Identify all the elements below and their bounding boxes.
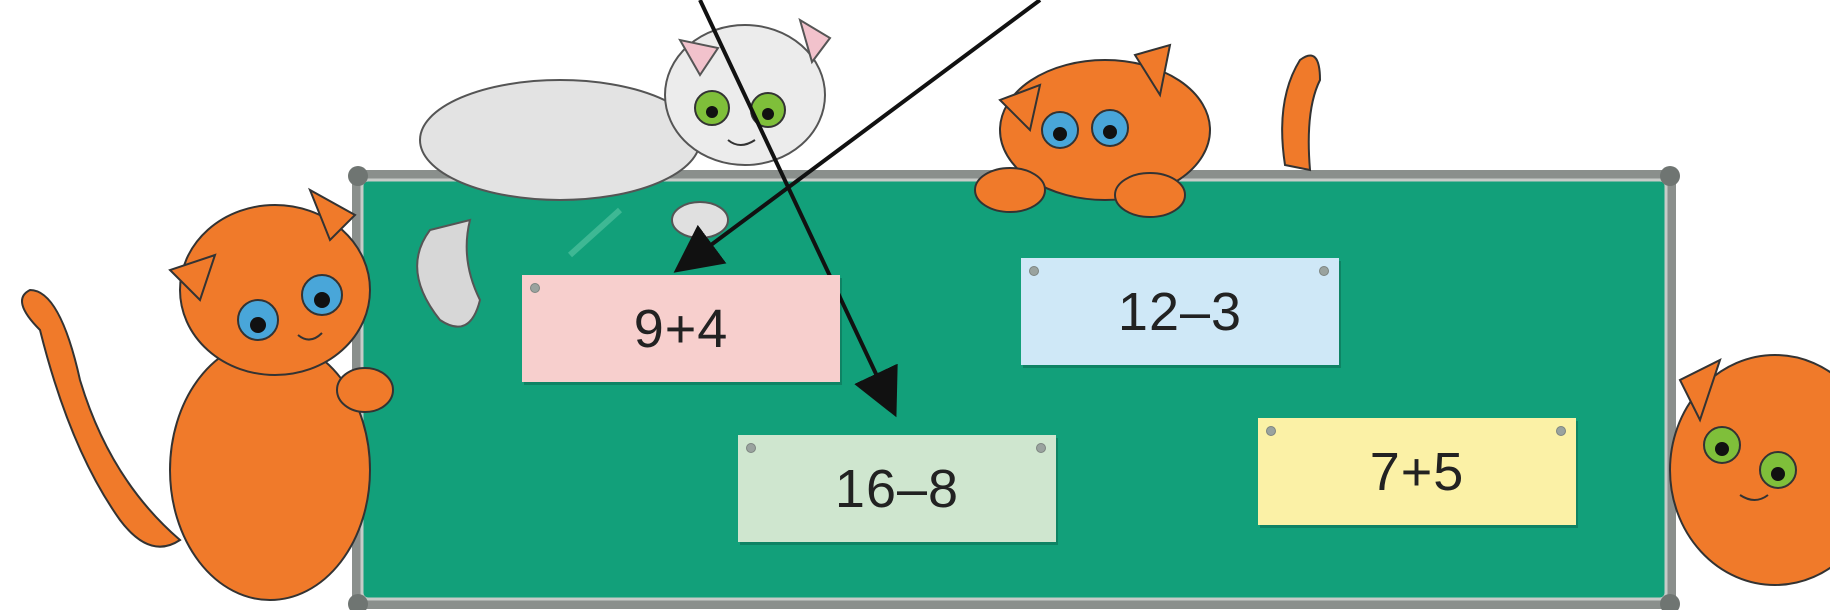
pin-icon bbox=[1029, 266, 1039, 276]
pin-icon bbox=[1319, 266, 1329, 276]
pin-icon bbox=[1266, 426, 1276, 436]
expression-card-2[interactable]: 12–3 bbox=[1021, 258, 1339, 365]
expression-card-1[interactable]: 9+4 bbox=[522, 275, 840, 382]
expression-text: 16–8 bbox=[834, 458, 960, 519]
orange-cat-top-icon bbox=[974, 43, 1322, 218]
expression-text: 7+5 bbox=[1369, 441, 1465, 502]
pin-icon bbox=[1556, 426, 1566, 436]
orange-cat-left-icon bbox=[21, 187, 394, 601]
orange-cat-right-icon bbox=[1669, 354, 1830, 586]
chalkboard bbox=[348, 166, 1680, 610]
pin-icon bbox=[530, 283, 540, 293]
expression-card-4[interactable]: 7+5 bbox=[1258, 418, 1576, 525]
arrow-to-card-9-plus-4 bbox=[673, 0, 1042, 273]
pin-icon bbox=[746, 443, 756, 453]
expression-text: 9+4 bbox=[633, 298, 729, 359]
expression-text: 12–3 bbox=[1117, 281, 1243, 342]
pin-icon bbox=[1036, 443, 1046, 453]
arrow-to-card-16-minus-8 bbox=[698, 0, 898, 418]
expression-card-3[interactable]: 16–8 bbox=[738, 435, 1056, 542]
